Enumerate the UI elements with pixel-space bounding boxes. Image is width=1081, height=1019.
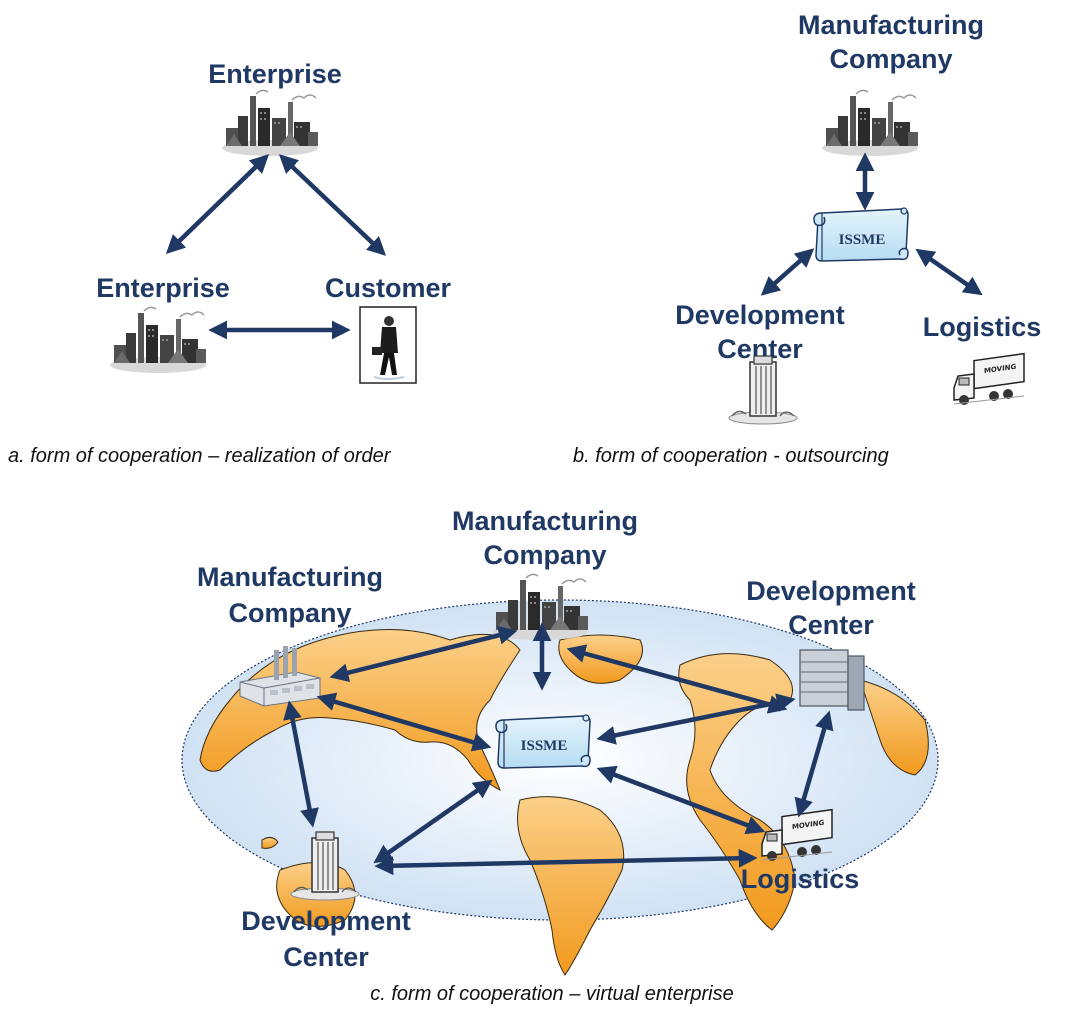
customer-label: Customer [325, 273, 452, 303]
office-tower-icon [728, 355, 798, 425]
development-right-label-line1: Development [746, 576, 916, 606]
logistics-label: Logistics [741, 864, 860, 894]
manufacturing-left-label-line2: Company [228, 598, 351, 628]
development-bottom-label-line2: Center [283, 942, 369, 972]
arrow-issme-devbottom [373, 779, 493, 864]
arrow-devbottom-logistics [374, 848, 758, 876]
scroll-icon: ISSME [495, 714, 591, 769]
arrow-mfgleft-devbottom [283, 700, 319, 828]
development-right-label-line2: Center [788, 610, 874, 640]
arrow-enterprise-customer [278, 154, 387, 256]
manufacturing-top-label-line1: Manufacturing [452, 506, 638, 536]
arrow-issme-development [760, 248, 815, 296]
issme-label: ISSME [839, 232, 886, 248]
development-center-label-line1: Development [675, 300, 845, 330]
arrow-issme-logistics [596, 765, 766, 835]
factory-city-icon [109, 306, 207, 374]
moving-truck-icon [953, 352, 1025, 406]
caption-c: c. form of cooperation – virtual enterpr… [370, 983, 734, 1005]
factory-city-icon [221, 89, 319, 157]
panel-b: Manufacturing Company ISSME Development … [573, 10, 1041, 467]
caption-a: a. form of cooperation – realization of … [8, 445, 392, 467]
logistics-label: Logistics [923, 312, 1042, 342]
arrow-issme-logistics [915, 248, 983, 296]
enterprise-left-label: Enterprise [96, 273, 230, 303]
enterprise-top-label: Enterprise [208, 59, 342, 89]
arrow-mfgleft-issme [316, 692, 492, 752]
manufacturing-left-label-line1: Manufacturing [197, 562, 383, 592]
arrow-issme-devright [596, 693, 796, 745]
arrow-enterprise-enterprise [165, 154, 270, 254]
businessman-icon [359, 306, 417, 384]
panel-c: Manufacturing Company Manufacturing Comp… [181, 506, 939, 1005]
manufacturing-company-label-line2: Company [829, 44, 952, 74]
arrow-mfgtop-mfgleft [329, 626, 518, 682]
factory-city-icon [821, 89, 919, 157]
scroll-icon: ISSME [813, 207, 909, 262]
panel-a: Enterprise Enterprise Customer a. form o… [8, 59, 451, 467]
arrow-devright-logistics [794, 710, 834, 818]
issme-label: ISSME [521, 738, 568, 754]
development-bottom-label-line1: Development [241, 906, 411, 936]
caption-b: b. form of cooperation - outsourcing [573, 445, 889, 467]
office-tower-icon [799, 649, 865, 711]
manufacturing-top-label-line2: Company [483, 540, 606, 570]
manufacturing-company-label-line1: Manufacturing [798, 10, 984, 40]
